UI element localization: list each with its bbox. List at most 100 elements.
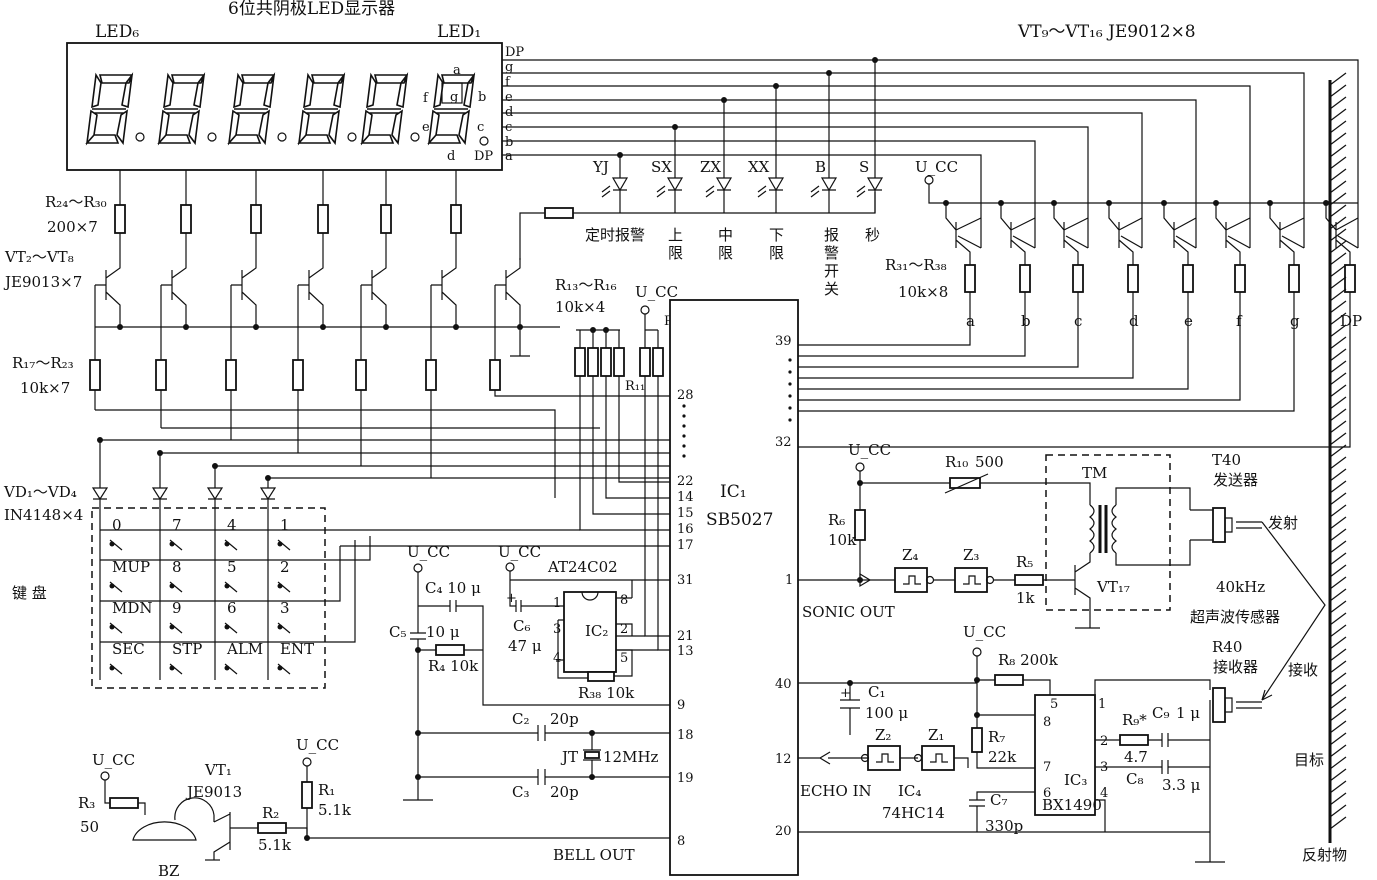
r-22 (425, 359, 437, 391)
hatch-line (1329, 408, 1347, 422)
ic1-pin-28: 28 (677, 388, 694, 403)
ic1-pin-19: 19 (677, 771, 694, 786)
r-38 (1344, 264, 1356, 293)
led1-label: LED₁ (437, 22, 481, 42)
r1 (301, 781, 313, 809)
seg-out-f: f (1236, 312, 1243, 330)
c2-value: 20p (550, 710, 579, 728)
t40-sensor (1212, 507, 1226, 543)
key-0[interactable]: 0 (109, 516, 123, 551)
z4-label: Z₄ (902, 546, 918, 564)
ic1-pin-31: 31 (677, 573, 694, 588)
tm-label: TM (1082, 464, 1107, 482)
digit-segments (297, 72, 346, 146)
pin-label-g: g (505, 60, 513, 75)
ic2-pin-2: 2 (620, 622, 628, 637)
key-4[interactable]: 4 (224, 516, 238, 551)
led-s-label: S (859, 158, 869, 176)
ic1-pin-22: 22 (677, 474, 694, 489)
ic3-pin-8: 8 (1043, 715, 1051, 730)
key-stp[interactable]: STP (169, 640, 203, 675)
hatch-line (1329, 720, 1347, 734)
ic3-part: BX1490 (1042, 796, 1102, 814)
key-label: 6 (227, 599, 237, 617)
ic3-pin-6: 6 (1043, 786, 1051, 801)
npn-transistor-3 (155, 170, 192, 428)
ic1-pin-13: 13 (677, 644, 694, 659)
reset-clock: U_CC C₄ 10 μ C₅ 10 μ R₄ 10k C₂ 20p C₃ 20… (389, 543, 670, 801)
pullup-network: R₁₃～R₁₆ 10k×4 U_CC R₁₂ R₁₁ (555, 276, 684, 651)
caption-upper-1: 上 (668, 226, 683, 244)
r6-label: R₆ (828, 511, 845, 529)
c5-value: 10 μ (426, 623, 460, 641)
key-7[interactable]: 7 (169, 516, 183, 551)
key-2[interactable]: 2 (277, 558, 291, 593)
r-36 (1234, 264, 1246, 293)
hatch-line (1329, 636, 1347, 650)
ic1-pin-39: 39 (775, 334, 792, 349)
hatch-line (1329, 804, 1347, 818)
vt17-label: VT₁₇ (1096, 578, 1130, 596)
key-9[interactable]: 9 (169, 599, 183, 634)
caption-upper-2: 限 (668, 244, 683, 262)
keyboard-frame (91, 507, 326, 689)
pnp-transistor-12 (1106, 200, 1143, 322)
hatch-line (1329, 612, 1347, 626)
pnp-transistor-10 (998, 200, 1036, 322)
c5-label: C₅ (389, 623, 407, 641)
pnp-transistor-15 (1267, 200, 1305, 322)
key-5[interactable]: 5 (224, 558, 238, 593)
hatch-line (1329, 420, 1347, 434)
hatch-line (1329, 360, 1347, 374)
segment-bus (502, 57, 1359, 248)
c3-label: C₃ (512, 783, 530, 801)
r3 (109, 797, 139, 809)
hatch-line (1329, 432, 1347, 446)
keyboard-title: 键 盘 (12, 584, 47, 602)
r38 (587, 671, 615, 682)
hatch-line (1329, 240, 1347, 254)
hatch-line (1329, 180, 1347, 194)
hatch-line (1329, 252, 1347, 266)
hatch-line (1329, 300, 1347, 314)
indicator-resistor (544, 207, 574, 219)
r1-value: 5.1k (318, 801, 352, 819)
key-8[interactable]: 8 (169, 558, 183, 593)
c2-label: C₂ (512, 710, 530, 728)
hatch-line (1329, 444, 1347, 458)
key-mup[interactable]: MUP (109, 558, 151, 593)
key-6[interactable]: 6 (224, 599, 238, 634)
digit-2 (360, 72, 420, 146)
echo-path (1261, 521, 1326, 701)
r9-value: 4.7 (1124, 748, 1148, 766)
key-sec[interactable]: SEC (109, 640, 145, 675)
matrix-bus (100, 439, 670, 643)
ic1-pin-9: 9 (677, 698, 685, 713)
r2-value: 5.1k (258, 836, 292, 854)
digit-segments (360, 72, 409, 146)
hatch-line (1329, 96, 1347, 110)
key-alm[interactable]: ALM (224, 640, 264, 675)
ucc-r1-terminal (302, 757, 312, 767)
hatch-line (1329, 168, 1347, 182)
key-3[interactable]: 3 (277, 599, 291, 634)
digit-1 (427, 72, 476, 146)
ic1-pin-8: 8 (677, 834, 685, 849)
ic1-pin-18: 18 (677, 728, 694, 743)
ucc-reset-label: U_CC (407, 543, 450, 561)
key-1[interactable]: 1 (277, 516, 291, 551)
digit-dp (277, 132, 287, 142)
key-label: ALM (226, 640, 263, 658)
z3-label: Z₃ (963, 546, 979, 564)
crystal-value: 12MHz (603, 748, 659, 766)
caption-alarm-sw-3: 开 (824, 262, 839, 280)
r-25 (180, 204, 192, 234)
pin-label-e: e (505, 90, 513, 105)
diode-vd3 (206, 463, 224, 680)
key-mdn[interactable]: MDN (109, 599, 153, 634)
r-17 (89, 359, 101, 391)
key-ent[interactable]: ENT (277, 640, 315, 675)
display-title: 6位共阴极LED显示器 (228, 0, 395, 19)
caption-mid-1: 中 (718, 226, 733, 244)
diode-vd2 (151, 450, 169, 680)
